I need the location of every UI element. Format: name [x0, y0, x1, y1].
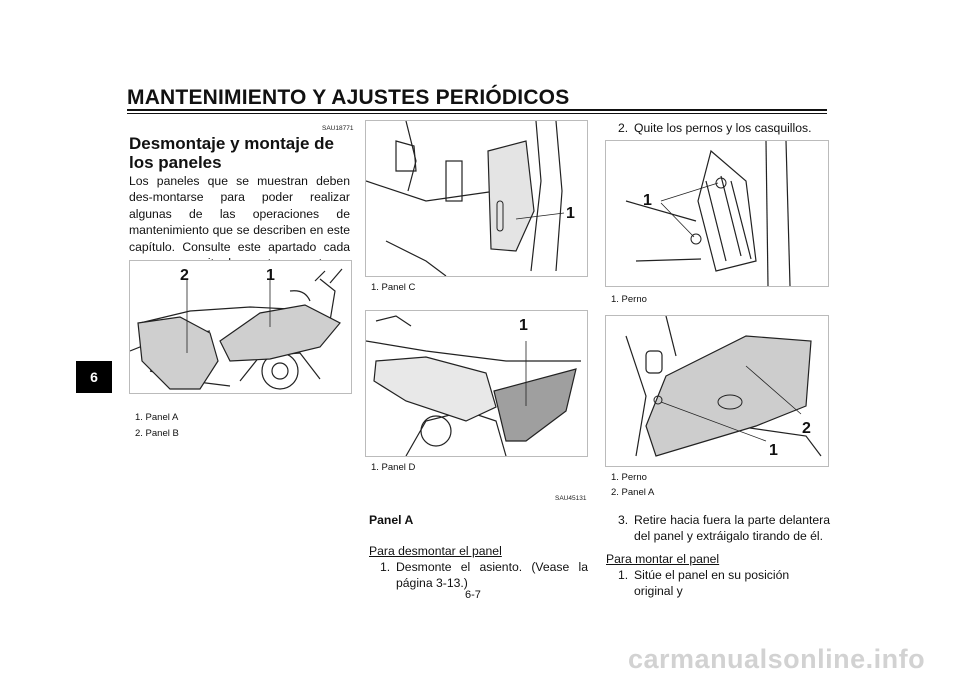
- callout-1: 1: [519, 317, 528, 334]
- title-rule: [127, 109, 827, 111]
- motorcycle-side-illustration: [366, 315, 581, 456]
- caption-2: 2. Panel A: [611, 487, 655, 498]
- caption-1: 1. Panel A: [135, 412, 179, 423]
- panel-c-shape: [487, 140, 535, 252]
- title-rule-thin: [127, 113, 827, 114]
- step-text: Desmonte el asiento. (Vease la página 3-…: [396, 560, 588, 590]
- step-3: 3. Retire hacia fuera la parte delantera…: [618, 512, 830, 544]
- step-number: 3.: [618, 513, 629, 527]
- motorcycle-side-illustration: [130, 268, 343, 390]
- figure-panel-d: 1: [365, 310, 588, 457]
- section-code: SAU18771: [322, 125, 354, 132]
- bolt-illustration: [625, 141, 791, 286]
- panel-d-shape: [493, 368, 577, 442]
- callout-1: 1: [266, 267, 275, 284]
- caption-2: 2. Panel B: [135, 428, 179, 439]
- step-text: Sitúe el panel en su posición original y: [634, 568, 790, 598]
- callout-2: 2: [180, 267, 189, 284]
- section-code: SAU45131: [555, 495, 587, 502]
- step-1: 1. Desmonte el asiento. (Vease la página…: [380, 559, 588, 591]
- step-text: Retire hacia fuera la parte delantera de…: [634, 513, 830, 543]
- step-number: 2.: [618, 121, 629, 135]
- figure-bolts: 1: [605, 140, 829, 287]
- callout-1: 1: [769, 442, 778, 459]
- caption-1: 1. Perno: [611, 294, 647, 305]
- figure-panel-a-bolt: 2 1: [605, 315, 829, 467]
- step-2: 2. Quite los pernos y los casquillos.: [618, 120, 830, 136]
- callout-1: 1: [643, 192, 652, 209]
- subheading: Para desmontar el panel: [369, 544, 502, 558]
- panel-a-illustration: [625, 316, 822, 457]
- caption-1: 1. Panel D: [371, 462, 416, 473]
- section-title: Panel A: [369, 513, 414, 527]
- panel-a-shape: [645, 335, 812, 457]
- figure-panel-c: 1: [365, 120, 588, 277]
- page-number: 6-7: [465, 589, 481, 601]
- step-text: Quite los pernos y los casquillos.: [634, 121, 812, 135]
- panel-shape: [373, 356, 497, 422]
- step-1: 1. Sitúe el panel en su posición origina…: [618, 567, 830, 599]
- watermark: carmanualsonline.info: [628, 644, 926, 674]
- panel-b-shape: [137, 316, 219, 390]
- callout-2: 2: [802, 420, 811, 437]
- section-heading: Desmontaje y montaje de los paneles: [129, 134, 335, 172]
- step-number: 1.: [380, 560, 391, 574]
- caption-1: 1. Panel C: [371, 282, 416, 293]
- chapter-tab: 6: [76, 361, 112, 393]
- figure-panels-ab: 2 1: [129, 260, 352, 394]
- subheading: Para montar el panel: [606, 552, 720, 566]
- step-number: 1.: [618, 568, 629, 582]
- callout-1: 1: [566, 205, 575, 222]
- page-title: MANTENIMIENTO Y AJUSTES PERIÓDICOS: [127, 86, 570, 109]
- motorcycle-front-illustration: [366, 121, 565, 276]
- caption-1: 1. Perno: [611, 472, 647, 483]
- panel-a-shape: [219, 304, 341, 362]
